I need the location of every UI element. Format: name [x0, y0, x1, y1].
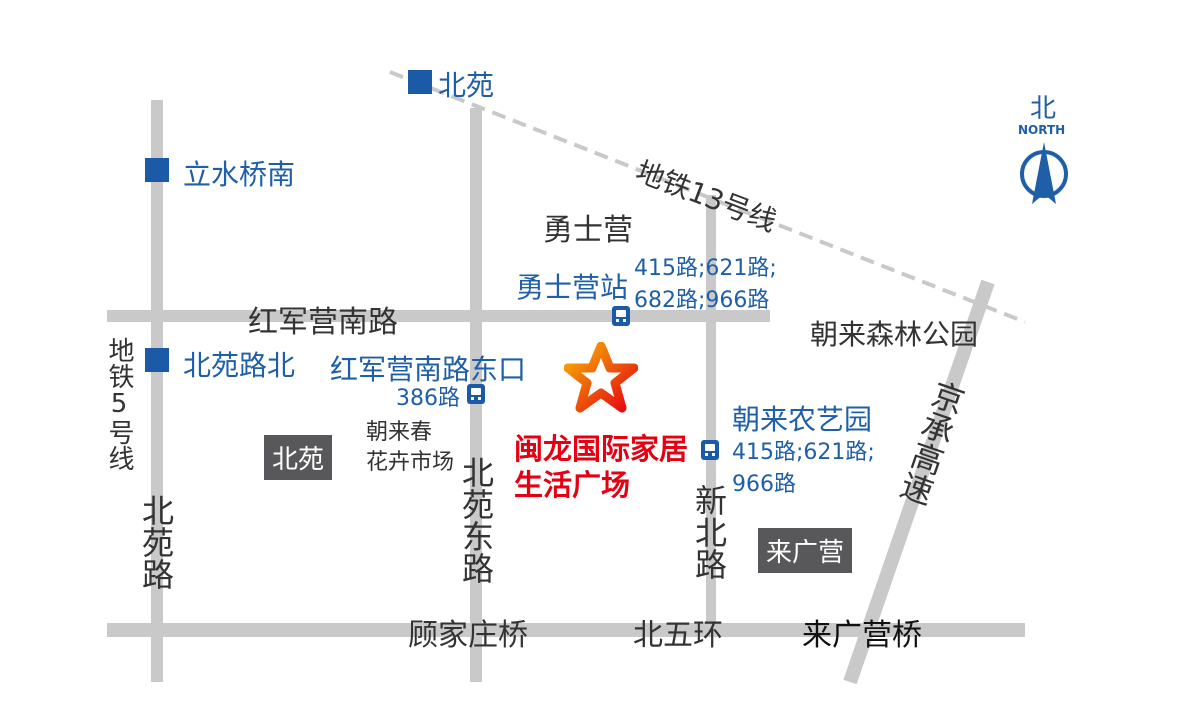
road-beiyuan	[151, 100, 163, 682]
road-jingcheng-expressway	[843, 279, 995, 685]
bus-routes: 415路;621路;	[732, 440, 875, 465]
bus-routes: 415路;621路;	[634, 256, 777, 281]
area-chaolai-park: 朝来森林公园	[810, 318, 979, 351]
road-hongjunying-south	[107, 310, 770, 322]
bus-stop-chaolai-nongyiyuan: 朝来农艺园	[732, 403, 873, 436]
road-xinbei	[706, 195, 716, 625]
bus-stop-hongjunying-east: 红军营南路东口	[330, 353, 527, 386]
metro-station-icon	[145, 348, 169, 372]
destination-name-line2: 生活广场	[514, 468, 631, 502]
bus-routes: 682路;966路	[634, 288, 770, 313]
road-label-xinbei: 新北路	[690, 484, 728, 580]
road-north-5th-ring	[107, 623, 1025, 637]
station-lishuiqiaonan: 立水桥南	[183, 158, 296, 191]
bridge-laiguangying: 来广营桥	[802, 618, 922, 653]
flower-market: 朝来春 花卉市场	[366, 420, 455, 475]
metro-line-13	[389, 70, 1026, 324]
compass-north-en: NORTH	[1018, 123, 1066, 137]
road-label-beiyuan-east: 北苑东路	[457, 456, 495, 584]
compass-north-cn: 北	[1030, 94, 1057, 124]
area-beiyuan-box: 北苑	[264, 435, 333, 480]
bus-stop-yongshiying: 勇士营站	[516, 271, 629, 304]
area-laiguangying-box: 来广营	[758, 528, 853, 573]
bridge-gujiazhuang: 顾家庄桥	[408, 618, 528, 653]
road-label-beiyuan: 北苑路	[137, 494, 175, 590]
compass-icon	[1020, 142, 1068, 204]
road-label-hongjunying-south: 红军营南路	[248, 305, 398, 340]
destination-logo-icon	[564, 342, 638, 413]
bus-routes: 386路	[396, 386, 460, 411]
bus-routes: 966路	[732, 472, 796, 497]
area-yongshiying: 勇士营	[543, 213, 633, 248]
bus-icon	[701, 440, 719, 460]
station-beiyuan: 北苑	[438, 69, 495, 102]
bus-icon	[467, 384, 485, 404]
destination-name-line1: 闽龙国际家居	[514, 432, 689, 466]
metro-station-icon	[145, 158, 169, 182]
road-label-north-5th-ring: 北五环	[633, 618, 723, 653]
metro-station-icon	[408, 70, 432, 94]
metro-line-5-label: 地铁5号线	[104, 337, 134, 471]
station-beiyuanlubei: 北苑路北	[183, 349, 296, 382]
bus-icon	[612, 306, 630, 326]
